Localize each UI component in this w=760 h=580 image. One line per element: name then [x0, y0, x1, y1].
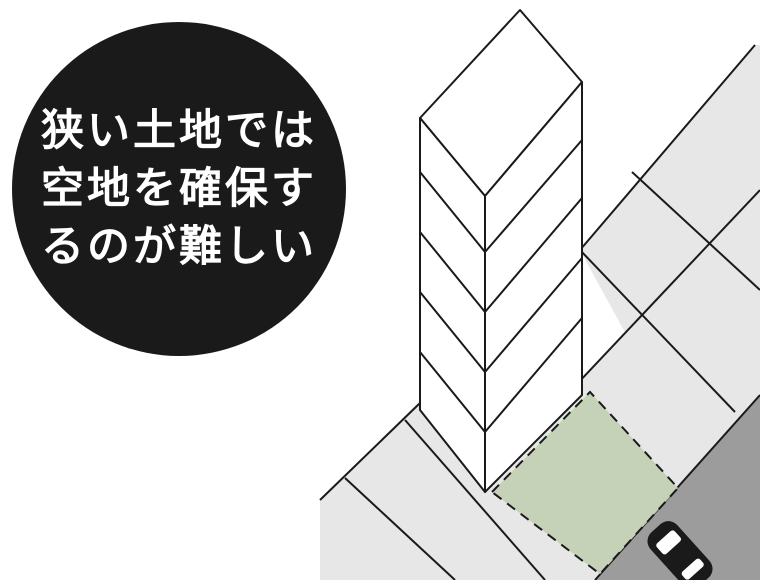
car-icon: [647, 521, 713, 580]
ground-area-right: [580, 45, 760, 470]
caption-badge: 狭い土地では 空地を確保す るのが難しい: [12, 22, 346, 356]
caption-line-3: るのが難しい: [41, 222, 317, 272]
caption-line-2: 空地を確保す: [41, 164, 317, 214]
building-tower-icon: [419, 9, 583, 493]
tower-side-face: [484, 81, 583, 493]
caption-line-1: 狭い土地では: [41, 106, 317, 156]
floor-lines: [419, 139, 583, 433]
open-space-plot: [490, 390, 680, 576]
